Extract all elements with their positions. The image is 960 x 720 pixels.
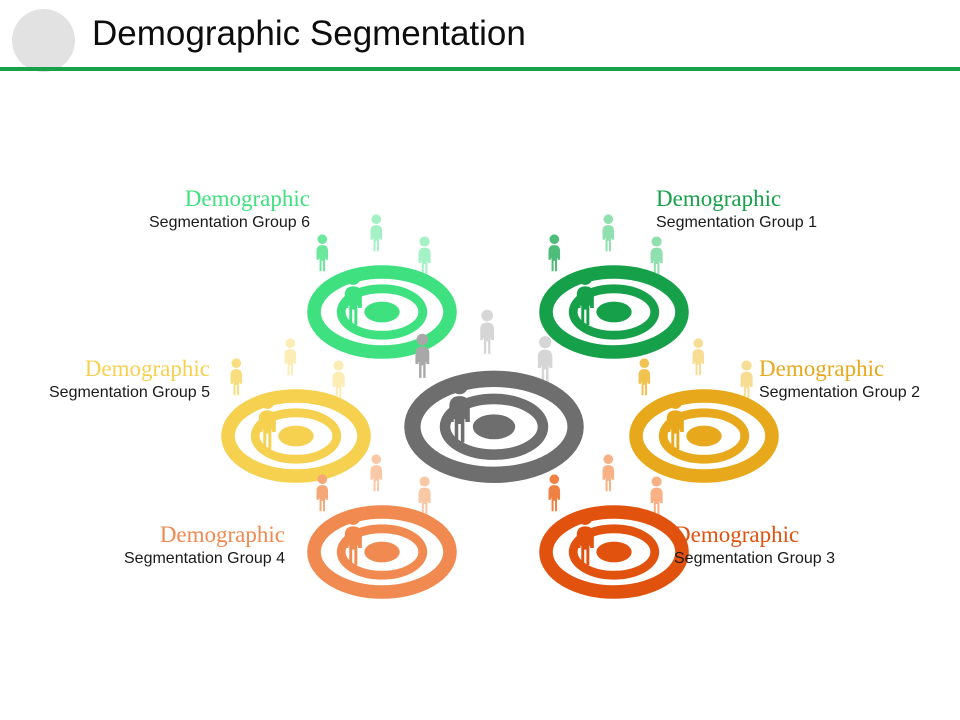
- label-group-4-subtitle: Segmentation Group 4: [124, 550, 285, 567]
- label-group-3-subtitle: Segmentation Group 3: [674, 550, 835, 567]
- label-group-5-title: Demographic: [84, 356, 210, 381]
- label-group-6[interactable]: Demographic Segmentation Group 6: [0, 186, 310, 233]
- label-group-2-subtitle: Segmentation Group 2: [759, 384, 920, 401]
- label-group-3-title: Demographic: [674, 522, 800, 547]
- cluster-icon-group-2: [629, 338, 779, 483]
- demographic-segmentation-diagram: Demographic Segmentation Group 6 Demogra…: [0, 80, 960, 720]
- page-title: Demographic Segmentation: [92, 14, 526, 53]
- label-group-1[interactable]: Demographic Segmentation Group 1: [656, 186, 960, 233]
- label-group-2[interactable]: Demographic Segmentation Group 2: [759, 356, 960, 403]
- label-group-1-subtitle: Segmentation Group 1: [656, 214, 817, 231]
- cluster-group-3[interactable]: [514, 448, 714, 608]
- label-group-2-title: Demographic: [759, 356, 885, 381]
- cluster-group-2[interactable]: [604, 332, 804, 492]
- label-group-6-subtitle: Segmentation Group 6: [149, 214, 310, 231]
- header-circle-decoration: [12, 9, 75, 72]
- label-group-3[interactable]: Demographic Segmentation Group 3: [674, 522, 960, 569]
- cluster-group-5[interactable]: [196, 332, 396, 492]
- label-group-5-subtitle: Segmentation Group 5: [49, 384, 210, 401]
- cluster-icon-group-3: [539, 454, 689, 599]
- cluster-icon-center: [404, 309, 584, 483]
- label-group-4[interactable]: Demographic Segmentation Group 4: [0, 522, 285, 569]
- cluster-center[interactable]: [374, 302, 614, 494]
- cluster-group-6[interactable]: [282, 208, 482, 368]
- cluster-icon-group-5: [221, 338, 371, 483]
- cluster-icon-group-4: [307, 454, 457, 599]
- label-group-4-title: Demographic: [159, 522, 285, 547]
- label-group-5[interactable]: Demographic Segmentation Group 5: [0, 356, 210, 403]
- header-divider-line: [0, 67, 960, 71]
- slide-header: Demographic Segmentation: [0, 0, 960, 80]
- label-group-6-title: Demographic: [184, 186, 310, 211]
- cluster-group-1[interactable]: [514, 208, 714, 368]
- cluster-icon-group-6: [307, 214, 457, 359]
- cluster-icon-group-1: [539, 214, 689, 359]
- label-group-1-title: Demographic: [656, 186, 782, 211]
- cluster-group-4[interactable]: [282, 448, 482, 608]
